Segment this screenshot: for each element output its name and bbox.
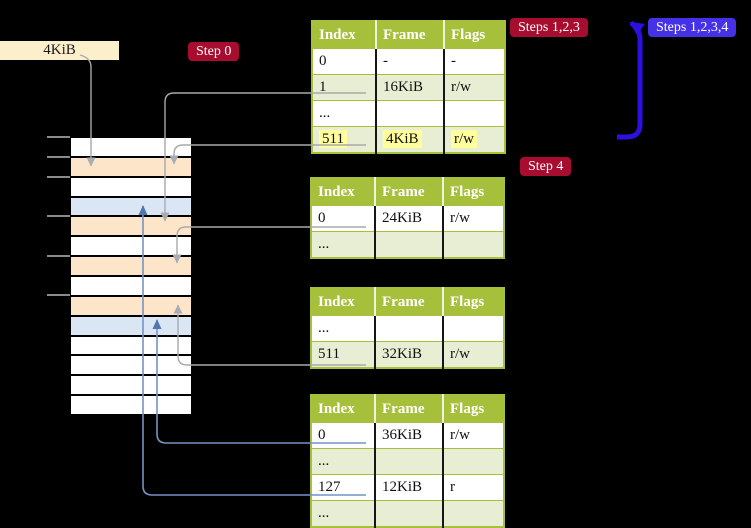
memory-row-empty: [71, 177, 191, 198]
table-cell: ...: [311, 315, 376, 342]
table-row: 0--: [312, 48, 505, 75]
table-cell: 12KiB: [375, 474, 444, 501]
column-header: Flags: [443, 395, 504, 423]
column-header: Frame: [375, 288, 444, 316]
highlight-mark: 4KiB: [383, 130, 422, 148]
memory-tick: [47, 294, 70, 296]
table-cell: [443, 315, 504, 342]
column-header: Frame: [376, 21, 445, 49]
table-cell: [375, 448, 444, 475]
table-cell: 0: [311, 422, 376, 449]
table-cell: r: [443, 474, 504, 501]
table-cell: 24KiB: [375, 205, 444, 232]
column-header: Index: [312, 21, 377, 49]
page-size-label: 4KiB: [0, 41, 119, 60]
table-cell: r/w: [444, 126, 505, 153]
steps-1234-badge: Steps 1,2,3,4: [648, 18, 737, 37]
memory-row-mapped: [71, 197, 191, 218]
table-cell: 0: [312, 48, 377, 75]
column-header: Frame: [375, 395, 444, 423]
table-cell: 127: [311, 474, 376, 501]
column-header: Index: [311, 288, 376, 316]
table-row: 511 4KiB r/w: [312, 126, 505, 153]
table-row: ...: [311, 315, 504, 342]
table-cell: 1: [312, 74, 377, 101]
column-header: Flags: [444, 21, 505, 49]
steps-123-badge: Steps 1,2,3: [510, 18, 588, 37]
column-header: Flags: [443, 178, 504, 206]
table-cell: 36KiB: [375, 422, 444, 449]
memory-row-pagetable: [71, 157, 191, 178]
table-cell: 511: [311, 341, 376, 368]
highlight-mark: r/w: [451, 130, 477, 148]
memory-tick: [47, 136, 70, 138]
memory-row-pagetable: [71, 296, 191, 317]
table-row: ...: [311, 231, 504, 258]
table-cell: [443, 231, 504, 258]
column-header: Flags: [443, 288, 504, 316]
table-cell: -: [376, 48, 445, 75]
table-cell: ...: [312, 100, 377, 127]
table-cell: 32KiB: [375, 341, 444, 368]
memory-row-empty: [71, 237, 191, 258]
table-cell: -: [444, 48, 505, 75]
table-cell: ...: [311, 500, 376, 527]
memory-tick: [47, 215, 70, 217]
memory-row-empty: [71, 396, 191, 415]
memory-tick: [47, 176, 70, 178]
memory-row-pagetable: [71, 257, 191, 278]
table-cell: r/w: [444, 74, 505, 101]
column-header: Index: [311, 395, 376, 423]
table-row: ...: [311, 500, 504, 527]
arrow-steps-1234-loop: [617, 20, 645, 140]
table-cell: 16KiB: [376, 74, 445, 101]
table-cell: r/w: [443, 205, 504, 232]
memory-row-mapped: [71, 316, 191, 337]
column-header: Index: [311, 178, 376, 206]
memory-row-empty: [71, 277, 191, 297]
table-row: ...: [312, 100, 505, 127]
table-cell: [376, 100, 445, 127]
table-cell: 4KiB: [376, 126, 445, 153]
step-4-badge: Step 4: [520, 157, 572, 176]
physical-memory-stack: [70, 137, 192, 415]
memory-row-empty: [71, 336, 191, 357]
memory-row-pagetable: [71, 217, 191, 238]
highlight-mark: 511: [319, 130, 347, 148]
column-header: Frame: [375, 178, 444, 206]
table-cell: [443, 448, 504, 475]
table-cell: r/w: [443, 422, 504, 449]
table-cell: [375, 500, 444, 527]
table-cell: 0: [311, 205, 376, 232]
memory-row-empty: [71, 138, 191, 158]
table-row: ...: [311, 448, 504, 475]
table-cell: [375, 315, 444, 342]
table-cell: ...: [311, 231, 376, 258]
memory-tick: [47, 156, 70, 158]
memory-row-empty: [71, 356, 191, 377]
table-cell: [444, 100, 505, 127]
table-cell: [443, 500, 504, 527]
step-0-badge: Step 0: [188, 42, 240, 61]
table-cell: r/w: [443, 341, 504, 368]
memory-row-empty: [71, 376, 191, 397]
memory-tick: [47, 255, 70, 257]
table-cell: [375, 231, 444, 258]
table-cell: 511: [312, 126, 377, 153]
table-cell: ...: [311, 448, 376, 475]
